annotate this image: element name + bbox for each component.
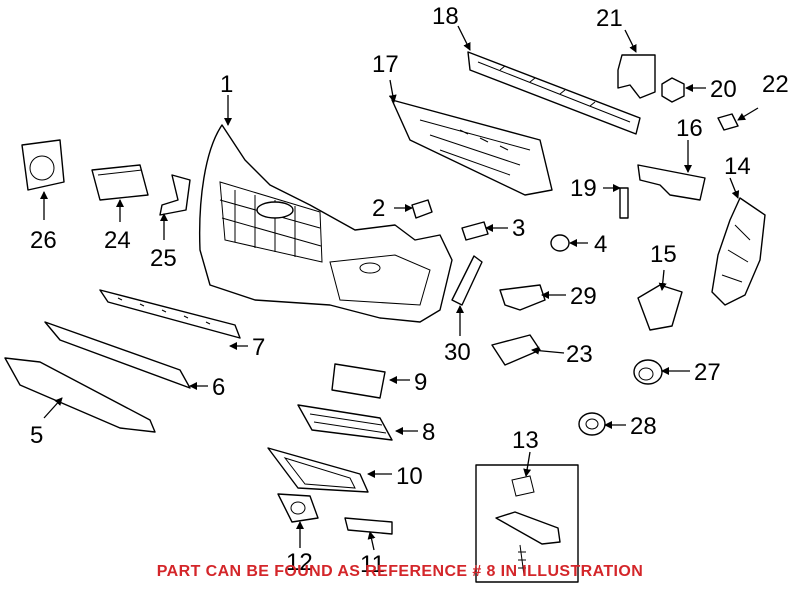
callout-11: 11 xyxy=(360,551,385,578)
callout-13: 13 xyxy=(512,427,539,454)
part-26-horn xyxy=(21,139,65,191)
part-29-cap xyxy=(499,284,546,311)
part-15-cover xyxy=(637,284,683,331)
callout-15: 15 xyxy=(650,241,677,268)
part-17-absorber xyxy=(391,99,553,196)
part-7-grille-insert xyxy=(99,289,241,339)
part-23-cap xyxy=(491,334,541,366)
part-16-bracket xyxy=(637,164,706,201)
callout-23: 23 xyxy=(566,341,593,368)
callout-16: 16 xyxy=(676,115,703,142)
part-1-bumper-cover xyxy=(198,124,453,323)
part-8-grille xyxy=(297,404,393,441)
callout-29: 29 xyxy=(570,283,597,310)
callout-4: 4 xyxy=(594,231,607,258)
part-12-fog-cover xyxy=(277,493,319,523)
callout-28: 28 xyxy=(630,413,657,440)
part-21-bracket xyxy=(617,54,656,99)
callout-18: 18 xyxy=(432,3,459,30)
part-28-sensor-holder xyxy=(578,412,606,436)
callout-26: 26 xyxy=(30,227,57,254)
reference-note: PART CAN BE FOUND AS REFERENCE # 8 IN IL… xyxy=(156,563,644,580)
callout-1: 1 xyxy=(220,71,233,98)
callout-20: 20 xyxy=(710,76,737,103)
part-18-impact-bar xyxy=(467,51,641,135)
part-19-bolt xyxy=(619,187,629,219)
part-30-trim-strip xyxy=(451,255,483,306)
callout-7: 7 xyxy=(252,334,265,361)
callout-14: 14 xyxy=(724,153,751,180)
callout-labels: 1 2 3 4 5 6 7 8 9 10 11 12 13 14 15 16 1… xyxy=(30,3,789,578)
callout-5: 5 xyxy=(30,422,43,449)
part-25-bracket xyxy=(159,174,191,216)
callout-25: 25 xyxy=(150,245,177,272)
leader-lines xyxy=(40,25,759,551)
part-11-strip xyxy=(344,517,393,535)
part-9-plate xyxy=(331,363,386,399)
part-5-skid-plate xyxy=(4,357,156,433)
callout-6: 6 xyxy=(212,374,225,401)
callout-19: 19 xyxy=(570,175,597,202)
callout-8: 8 xyxy=(422,419,435,446)
part-10-grille-frame xyxy=(267,447,369,493)
part-13-kit-box xyxy=(475,464,579,583)
callout-30: 30 xyxy=(444,339,471,366)
callout-3: 3 xyxy=(512,215,525,242)
callout-24: 24 xyxy=(104,227,131,254)
callout-9: 9 xyxy=(414,369,427,396)
callout-21: 21 xyxy=(596,5,623,32)
callout-2: 2 xyxy=(372,195,385,222)
part-24-module xyxy=(91,164,149,201)
callout-10: 10 xyxy=(396,463,423,490)
callout-22: 22 xyxy=(762,71,789,98)
part-20-nut xyxy=(661,77,685,103)
part-3-screw xyxy=(461,221,489,241)
part-27-sensor xyxy=(633,359,663,385)
callout-12: 12 xyxy=(286,549,313,576)
part-22-bolt xyxy=(717,113,739,131)
callout-17: 17 xyxy=(372,51,399,78)
callout-27: 27 xyxy=(694,359,721,386)
part-14-side-bracket xyxy=(711,197,766,306)
part-2-bolt xyxy=(411,199,433,219)
part-4-clip xyxy=(550,234,570,252)
